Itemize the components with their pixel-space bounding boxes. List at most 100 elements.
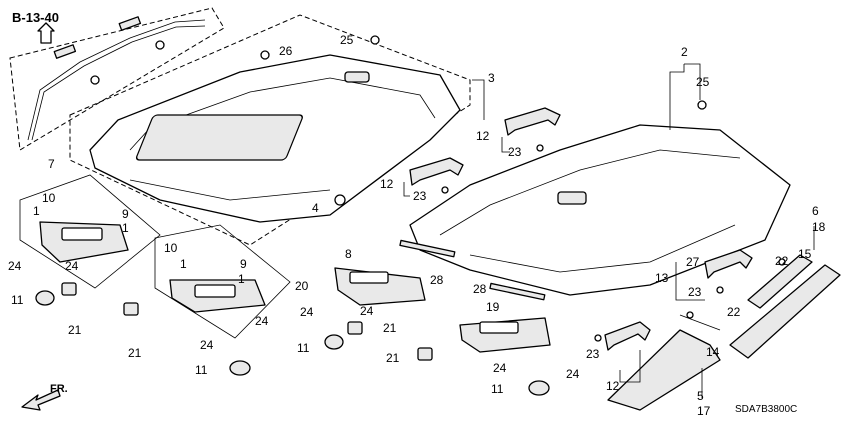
callout-11d: 11: [491, 382, 504, 396]
callout-11c: 11: [195, 363, 208, 377]
clip-icon: [370, 35, 380, 45]
callout-4: 4: [312, 201, 319, 215]
front-direction-arrow-icon: [21, 389, 61, 411]
callout-1c: 1: [180, 257, 187, 271]
screw-icon: [536, 144, 544, 152]
bracket-link: [679, 314, 721, 331]
callout-5: 5: [697, 389, 704, 403]
hook-icon: [347, 321, 363, 335]
trim-strip: [489, 282, 546, 301]
vanity-mirror: [349, 271, 389, 284]
callout-25b: 25: [696, 75, 710, 89]
callout-24e: 24: [300, 305, 314, 319]
leader-2: [669, 63, 701, 130]
screw-icon: [686, 311, 694, 319]
callout-10a: 10: [42, 191, 56, 205]
callout-20: 20: [295, 279, 309, 293]
callout-28b: 28: [473, 282, 487, 296]
callout-11a: 11: [11, 293, 24, 307]
bracket-rail-15: [747, 254, 813, 309]
hook-icon: [417, 347, 433, 361]
dome-light-opening-lower: [557, 191, 587, 205]
sunroof-opening: [135, 114, 303, 161]
hook-icon: [61, 282, 77, 296]
up-arrow-icon: [37, 22, 55, 44]
bolt-icon: [90, 75, 100, 85]
callout-24b: 24: [65, 259, 79, 273]
cap-icon: [528, 380, 550, 396]
callout-10b: 10: [164, 241, 178, 255]
grab-handle: [504, 107, 561, 136]
leader-12a: [501, 137, 510, 153]
airbag-rail-lower: [31, 25, 206, 141]
vanity-mirror: [479, 321, 519, 334]
screw-icon: [594, 334, 602, 342]
hook-icon: [123, 302, 139, 316]
callout-15: 15: [798, 247, 812, 261]
callout-1d: 1: [238, 272, 245, 286]
grab-handle: [409, 157, 464, 186]
callout-17: 17: [697, 404, 711, 418]
leader-12b: [403, 182, 410, 197]
grab-handle: [604, 321, 651, 351]
drawing-code: SDA7B3800C: [735, 404, 797, 415]
callout-24f: 24: [360, 304, 374, 318]
airbag-bracket: [118, 16, 142, 31]
callout-24g: 24: [493, 361, 507, 375]
cap-icon: [35, 290, 55, 306]
airbag-bracket: [53, 44, 77, 59]
leader-13: [675, 262, 705, 301]
headliner-lower-edge: [439, 149, 741, 236]
direction-label: FR.: [50, 383, 68, 395]
callout-18: 18: [812, 220, 826, 234]
callout-1b: 1: [122, 221, 129, 235]
callout-3: 3: [488, 71, 495, 85]
sunvisor-group-7-box: [19, 174, 161, 289]
dome-light-opening: [344, 71, 370, 83]
airbag-inset-box: [9, 7, 225, 151]
callout-21a: 21: [68, 323, 82, 337]
callout-9a: 9: [122, 207, 129, 221]
screw-icon: [716, 286, 724, 294]
airbag-rail: [27, 19, 206, 141]
callout-8: 8: [345, 247, 352, 261]
reference-code[interactable]: B-13-40: [12, 10, 59, 25]
callout-12b: 12: [380, 177, 394, 191]
callout-28a: 28: [430, 273, 444, 287]
clip-icon: [334, 194, 346, 206]
headliner-lower: [409, 124, 791, 296]
callout-19: 19: [486, 300, 500, 314]
callout-23d: 23: [586, 347, 600, 361]
headliner-lower-rib: [469, 224, 736, 273]
cap-icon: [229, 360, 251, 376]
callout-23b: 23: [413, 189, 427, 203]
callout-26: 26: [279, 44, 293, 58]
callout-11b: 11: [297, 341, 310, 355]
callout-23a: 23: [508, 145, 522, 159]
callout-21d: 21: [386, 351, 400, 365]
cap-icon: [324, 334, 344, 350]
grab-handle: [704, 249, 753, 279]
bolt-icon: [155, 40, 165, 50]
callout-24a: 24: [8, 259, 22, 273]
leader-3: [472, 79, 485, 120]
screw-icon: [778, 258, 786, 266]
callout-9b: 9: [240, 257, 247, 271]
callout-6: 6: [812, 204, 819, 218]
bracket-rail-5: [607, 329, 721, 411]
callout-25a: 25: [340, 33, 354, 47]
callout-12a: 12: [476, 129, 490, 143]
callout-2: 2: [681, 45, 688, 59]
callout-21b: 21: [128, 346, 142, 360]
trim-strip: [399, 239, 456, 258]
vanity-mirror: [61, 227, 103, 241]
callout-7: 7: [48, 157, 55, 171]
callout-22b: 22: [727, 305, 741, 319]
callout-1a: 1: [33, 204, 40, 218]
clip-icon: [697, 100, 707, 110]
callout-13: 13: [655, 271, 669, 285]
screw-icon: [441, 186, 449, 194]
callout-12c: 12: [606, 379, 620, 393]
